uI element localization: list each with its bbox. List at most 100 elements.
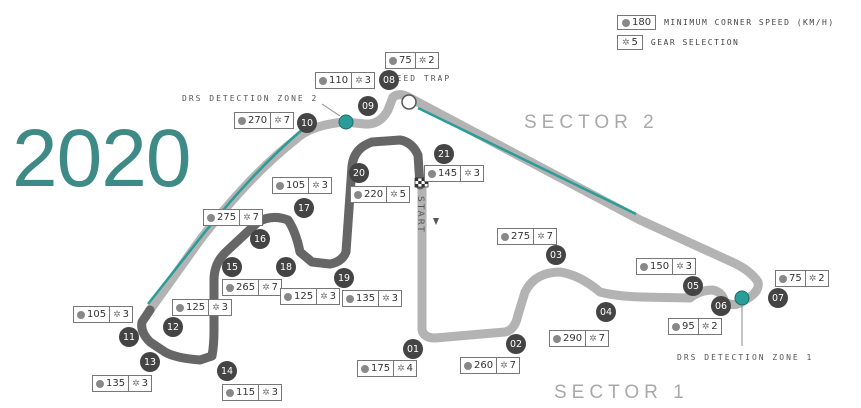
turn-07-badge: 07 [768,288,788,308]
legend-speed: 180 MINIMUM CORNER SPEED (KM/H) [617,15,835,30]
corner-gear-value: 3 [221,302,229,313]
sector-1-label: SECTOR 1 [554,382,689,403]
corner-speed: 175 [358,361,395,376]
gear-icon: ✲ [808,273,817,284]
corner-speed: 135 [343,291,380,306]
gear-icon: ✲ [274,115,282,126]
turn-19-badge: 19 [334,268,354,288]
turn-11-info: 105✲3 [73,306,134,323]
corner-gear-value: 7 [598,333,606,344]
speed-trap-label: SPEED TRAP [383,74,452,83]
season-year: 2020 [12,113,191,204]
corner-gear: ✲7 [240,210,262,225]
corner-speed: 135 [93,376,130,391]
corner-gear-value: 2 [818,273,825,284]
corner-speed: 145 [425,166,462,181]
start-label: START [415,196,425,234]
turn-18-info: 125 ✲3 [280,288,341,305]
corner-speed: 150 [637,259,674,274]
corner-gear-value: 3 [321,180,329,191]
gear-icon: ✲ [312,180,320,191]
corner-speed-value: 75 [789,273,802,284]
gear-icon: ✲ [113,309,121,320]
corner-gear-value: 3 [329,291,337,302]
corner-gear-value: 3 [685,261,693,272]
speed-dot-icon [226,388,234,397]
speed-dot-icon [284,292,292,301]
turn-12-info: 125✲3 [172,299,233,316]
corner-speed-value: 125 [294,291,314,302]
corner-gear-value: 7 [271,282,279,293]
corner-speed: 290 [550,331,587,346]
speed-dot-icon [77,310,85,319]
turn-06-badge: 06 [711,296,731,316]
turn-04-badge: 04 [596,302,616,322]
speed-dot-icon [354,190,362,199]
gear-icon: ✲ [676,261,684,272]
corner-gear-value: 7 [546,231,554,242]
corner-speed-value: 115 [236,387,256,398]
turn-10-badge: 10 [297,113,317,133]
speed-dot-icon [96,379,104,388]
corner-gear-value: 7 [283,115,291,126]
gear-icon: ✲ [390,189,398,200]
corner-speed-value: 275 [511,231,531,242]
corner-speed-value: 145 [438,168,458,179]
drs-zone-2-label: DRS DETECTION ZONE 2 [182,94,319,103]
turn-16-badge: 16 [250,229,270,249]
speed-dot-icon [622,18,630,27]
corner-speed-value: 175 [371,363,391,374]
corner-speed: 110 [316,73,353,88]
sector-2-label: SECTOR 2 [524,112,659,133]
corner-speed: 115 [223,385,260,400]
corner-speed-value: 260 [474,360,494,371]
gear-icon: ✲ [382,293,390,304]
corner-gear: ✲3 [379,291,401,306]
drs-detection-point-2 [338,114,354,130]
corner-gear-value: 3 [122,309,130,320]
corner-gear-value: 2 [428,55,435,66]
corner-speed-value: 95 [682,321,695,332]
speed-dot-icon [226,283,234,292]
legend-speed-text: MINIMUM CORNER SPEED (KM/H) [664,18,835,27]
speed-dot-icon [346,294,354,303]
gear-icon: ✲ [500,360,508,371]
corner-gear: ✲3 [461,166,483,181]
speed-dot-icon [319,76,327,85]
gear-icon: ✲ [262,387,270,398]
corner-gear: ✲7 [534,229,556,244]
turn-09-badge: 09 [358,96,378,116]
turn-03-badge: 03 [546,245,566,265]
turn-01-info: 175✲4 [357,360,418,377]
speed-dot-icon [276,181,284,190]
corner-gear: ✲2 [806,271,828,286]
turn-15-info: 265✲7 [222,279,283,296]
turn-20-badge: 20 [349,163,369,183]
legend-speed-box: 180 [617,15,657,30]
corner-gear-value: 7 [252,212,260,223]
gear-icon: ✲ [320,291,328,302]
corner-speed-value: 75 [399,55,412,66]
corner-speed-value: 135 [106,378,126,389]
turn-17-badge: 17 [294,198,314,218]
corner-gear: ✲2 [416,53,438,68]
turn-21-info: 145✲3 [424,165,485,182]
turn-19-info: 135✲3 [342,290,403,307]
turn-15-badge: 15 [222,257,242,277]
corner-speed: 220 [351,187,388,202]
corner-speed: 275 [204,210,241,225]
drs-zone-back [147,127,305,305]
gear-icon: ✲ [701,321,710,332]
start-arrow-icon [433,218,439,225]
corner-speed-value: 105 [286,180,306,191]
speed-dot-icon [207,213,215,222]
speed-dot-icon [361,364,369,373]
turn-02-info: 260✲7 [460,357,521,374]
corner-gear-value: 3 [391,293,399,304]
legend-gear-value: 5 [631,37,638,48]
speed-dot-icon [672,322,680,331]
corner-speed-value: 275 [217,212,237,223]
turn-10-info: 270✲7 [234,112,295,129]
speed-dot-icon [640,262,648,271]
corner-speed: 125 [281,289,318,304]
